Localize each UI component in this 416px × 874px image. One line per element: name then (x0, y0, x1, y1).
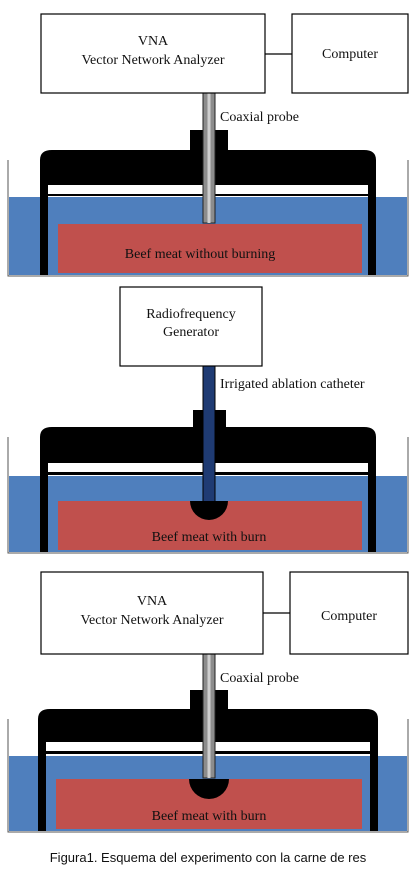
burn-lesion-2 (190, 501, 228, 520)
panel-2-ablation: Beef meat with burn Irrigated ablation c… (7, 286, 409, 554)
catheter-label: Irrigated ablation catheter (220, 377, 365, 392)
vna-subtitle-3: Vector Network Analyzer (80, 613, 223, 628)
vna-subtitle-1: Vector Network Analyzer (81, 53, 224, 68)
container-lid-1 (40, 130, 376, 275)
tank-1-wall (7, 160, 409, 277)
tank-3-wall (7, 719, 409, 833)
meat-label-2: Beef meat with burn (152, 530, 267, 545)
container-lid-2 (40, 410, 376, 552)
ablation-catheter (202, 365, 216, 505)
probe-label-1: Coaxial probe (220, 110, 299, 125)
computer-label-1: Computer (322, 47, 378, 62)
vna-box-3 (40, 571, 264, 655)
generator-title: Radiofrequency (146, 307, 235, 322)
rf-generator-box (119, 286, 263, 367)
vna-title-1: VNA (138, 34, 169, 49)
probe-label-3: Coaxial probe (220, 671, 299, 686)
computer-box-1 (291, 13, 409, 94)
beef-meat-1 (58, 224, 362, 273)
figure-caption: Figura1. Esquema del experimento con la … (50, 850, 367, 865)
meat-label-1: Beef meat without burning (125, 247, 275, 262)
meat-label-3: Beef meat with burn (152, 809, 267, 824)
burn-lesion-3 (189, 779, 229, 799)
tank-2-wall (7, 437, 409, 554)
computer-label-3: Computer (321, 609, 377, 624)
computer-box-3 (289, 571, 409, 655)
container-lid-3 (38, 690, 378, 831)
vna-box-1 (40, 13, 266, 94)
vna-title-3: VNA (137, 594, 168, 609)
panel-3-vna-after-burn: Beef meat with burn Coaxial probe VNA Ve… (7, 571, 409, 833)
generator-subtitle: Generator (163, 325, 219, 340)
panel-1-vna-measurement: Beef meat without burning Coaxial probe … (7, 13, 409, 277)
